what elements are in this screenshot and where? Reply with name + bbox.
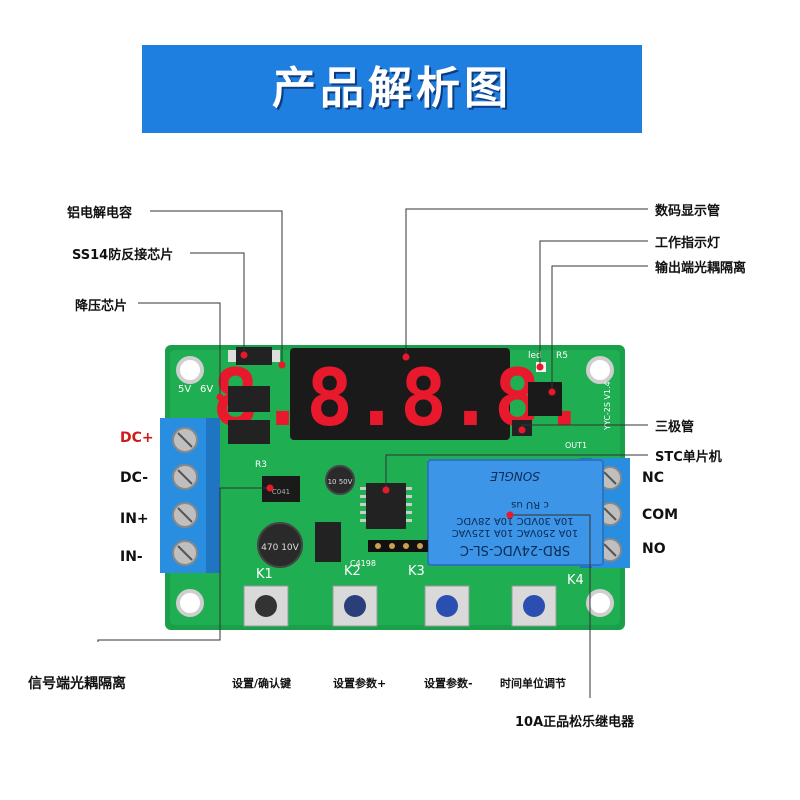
terminal-in-minus: IN- <box>120 549 143 565</box>
leader-dots <box>216 351 556 519</box>
label-output-optocoupler: 输出端光耦隔离 <box>655 261 747 276</box>
silk-ic: C4198 <box>350 559 376 568</box>
terminal-no: NO <box>642 541 666 557</box>
label-stc-mcu: STC单片机 <box>655 450 722 465</box>
page-title: 产品解析图 <box>272 63 512 114</box>
label-btn-time-unit: 时间单位调节 <box>500 677 566 690</box>
silk-k2: K2 <box>344 564 361 579</box>
silk-r3: R3 <box>255 460 267 470</box>
label-btn-set-confirm: 设置/确认键 <box>232 677 292 690</box>
opto-left-mark: C041 <box>272 488 290 496</box>
silk-k4: K4 <box>567 573 584 588</box>
buttons <box>243 585 557 627</box>
label-btn-param-minus: 设置参数- <box>424 677 473 690</box>
terminal-dc-minus: DC- <box>120 470 149 486</box>
silk-led: led <box>528 351 542 361</box>
relay-rating-1: 10A 250VAC 10A 125VAC <box>452 527 579 538</box>
silk-6v: 6V <box>200 384 213 395</box>
relay-model: SRD-24VDC-SL-C <box>460 542 570 557</box>
relay-brand: SONGLE <box>490 469 540 483</box>
terminal-in-plus: IN+ <box>120 511 149 527</box>
label-digital-display: 数码显示管 <box>655 204 721 219</box>
silk-version: YYC-2S V1.4 <box>603 381 612 431</box>
silkscreen: 5V 6V R3 led R5 OUT1 YYC-2S V1.4 C4198 K… <box>178 351 612 588</box>
label-btn-param-plus: 设置参数+ <box>333 677 387 690</box>
digital-display: 8.8.8.8. <box>212 348 588 444</box>
silk-k1: K1 <box>256 567 273 582</box>
silk-5v: 5V <box>178 384 191 395</box>
relay: SRD-24VDC-SL-C 10A 250VAC 10A 125VAC 10A… <box>427 459 604 566</box>
label-work-indicator: 工作指示灯 <box>655 236 721 251</box>
silk-out1: OUT1 <box>565 441 587 450</box>
terminal-com: COM <box>642 507 679 523</box>
label-signal-optocoupler: 信号端光耦隔离 <box>28 676 126 692</box>
cap-small-value: 10 50V <box>328 478 353 486</box>
silk-k3: K3 <box>408 564 425 579</box>
relay-cert: c RU us <box>511 499 549 510</box>
terminal-dc-plus: DC+ <box>120 430 154 446</box>
label-relay: 10A正品松乐继电器 <box>515 715 635 730</box>
relay-rating-2: 10A 30VDC 10A 28VDC <box>456 515 573 526</box>
label-buck-chip: 降压芯片 <box>75 299 128 314</box>
input-terminal-block <box>160 418 220 573</box>
terminal-nc: NC <box>642 470 664 486</box>
label-ss14-chip: SS14防反接芯片 <box>72 248 174 263</box>
label-aluminum-capacitor: 铝电解电容 <box>67 206 133 221</box>
leader-lines <box>97 208 648 698</box>
silk-r5: R5 <box>556 351 568 361</box>
label-transistor: 三极管 <box>655 420 695 435</box>
components: C041 470 10V 10 50V <box>228 347 562 568</box>
title-banner: 产品解析图 <box>142 45 642 133</box>
cap-value: 470 10V <box>261 543 299 553</box>
